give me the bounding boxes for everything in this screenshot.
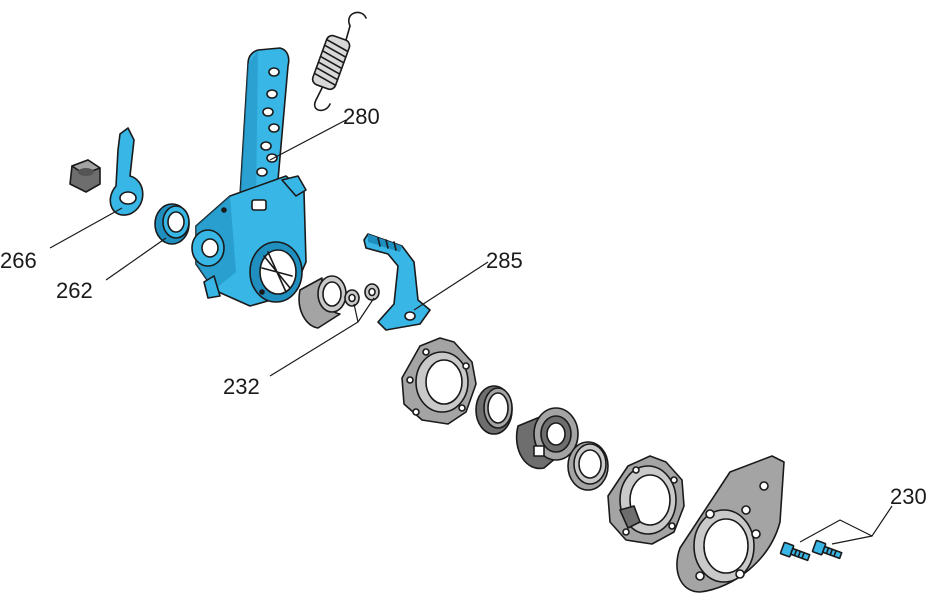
washers-232 bbox=[344, 283, 380, 307]
seal-ring-262 bbox=[154, 203, 190, 245]
hex-nut bbox=[69, 159, 101, 193]
inner-ring bbox=[567, 441, 609, 491]
bolts-230 bbox=[779, 539, 843, 562]
leader-lines bbox=[49, 119, 893, 545]
callout-232: 232 bbox=[223, 374, 260, 399]
callout-262: 262 bbox=[56, 278, 93, 303]
callout-280: 280 bbox=[343, 104, 380, 129]
o-ring bbox=[475, 385, 513, 435]
return-spring bbox=[311, 11, 367, 112]
slack-adjuster-arm-280 bbox=[191, 47, 307, 307]
bushing-sleeve bbox=[298, 275, 347, 329]
callout-230: 230 bbox=[890, 484, 927, 509]
mounting-flange bbox=[607, 455, 685, 545]
bearing-cage bbox=[515, 407, 579, 470]
flange-plate bbox=[401, 337, 477, 425]
control-arm-bracket-285 bbox=[363, 233, 431, 331]
callout-266: 266 bbox=[0, 248, 37, 273]
callout-285: 285 bbox=[486, 248, 523, 273]
back-plate bbox=[676, 455, 785, 593]
adjusting-pointer-266 bbox=[109, 127, 144, 216]
